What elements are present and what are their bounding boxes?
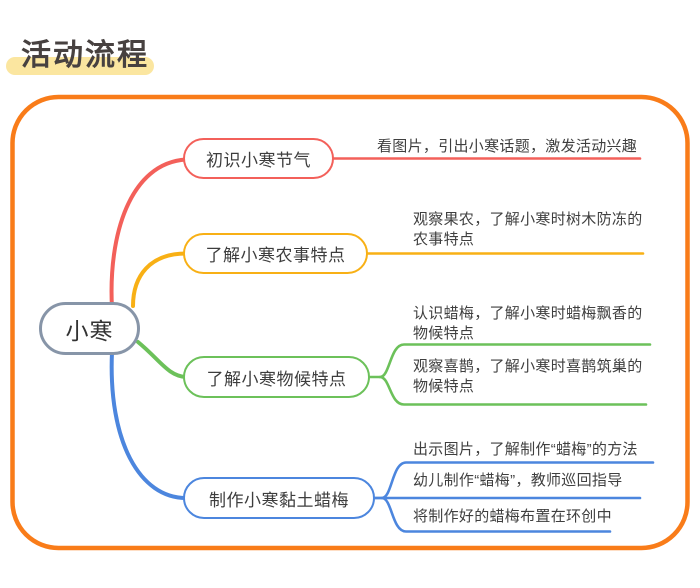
branch-node-4-label: 制作小寒黏土蜡梅 xyxy=(209,490,349,510)
root-node: 小寒 xyxy=(39,302,140,355)
leaf-item-4-2: 幼儿制作“蜡梅”，教师巡回指导 xyxy=(413,471,623,491)
branch-node-3: 了解小寒物候特点 xyxy=(183,356,370,398)
leaf-text-line: 农事特点 xyxy=(413,230,475,248)
branch-node-2-label: 了解小寒农事特点 xyxy=(205,246,346,265)
leaf-item-3-1: 认识蜡梅，了解小寒时蜡梅飘香的 物候特点 xyxy=(413,304,643,343)
branch-node-2: 了解小寒农事特点 xyxy=(183,233,368,274)
leaf-text-line: 出示图片，了解制作“蜡梅”的方法 xyxy=(413,441,638,458)
leaf-text-line: 物候特点 xyxy=(413,324,475,342)
branch-node-1-label: 初识小寒节气 xyxy=(206,151,311,170)
branch-node-3-label: 了解小寒物候特点 xyxy=(206,369,347,389)
mindmap-frame xyxy=(10,94,690,551)
leaf-underline-3-2 xyxy=(378,375,648,406)
leaf-text-line: 观察果农，了解小寒时树木防冻的 xyxy=(413,211,643,228)
leaf-text-line: 物候特点 xyxy=(413,377,475,395)
branch-curve-3 xyxy=(136,340,188,379)
leaf-item-2-1: 观察果农，了解小寒时树木防冻的 农事特点 xyxy=(413,210,643,249)
leaf-item-4-3: 将制作好的蜡梅布置在环创中 xyxy=(413,507,612,527)
branch-curve-1 xyxy=(109,157,188,310)
leaf-item-4-1: 出示图片，了解制作“蜡梅”的方法 xyxy=(413,440,638,460)
leaf-item-3-2: 观察喜鹊，了解小寒时喜鹊筑巢的 物候特点 xyxy=(413,357,643,396)
page-title: 活动流程 xyxy=(21,39,149,72)
branch-node-1: 初识小寒节气 xyxy=(183,138,334,179)
leaf-text-line: 观察喜鹊，了解小寒时喜鹊筑巢的 xyxy=(413,358,643,375)
branch-curve-4 xyxy=(109,350,188,500)
leaf-text-line: 认识蜡梅，了解小寒时蜡梅飘香的 xyxy=(413,305,643,322)
leaf-underline-4-3 xyxy=(380,496,612,533)
leaf-text-line: 幼儿制作“蜡梅”，教师巡回指导 xyxy=(413,472,623,489)
branch-node-4: 制作小寒黏土蜡梅 xyxy=(183,477,375,519)
leaf-text-line: 将制作好的蜡梅布置在环创中 xyxy=(413,508,612,525)
branch-curve-2 xyxy=(131,251,188,308)
root-node-label: 小寒 xyxy=(65,317,114,344)
title-highlight xyxy=(6,57,154,75)
leaf-text-line: 看图片，引出小寒话题，激发活动兴趣 xyxy=(377,138,638,155)
leaf-item-1-1: 看图片，引出小寒话题，激发活动兴趣 xyxy=(377,137,637,157)
